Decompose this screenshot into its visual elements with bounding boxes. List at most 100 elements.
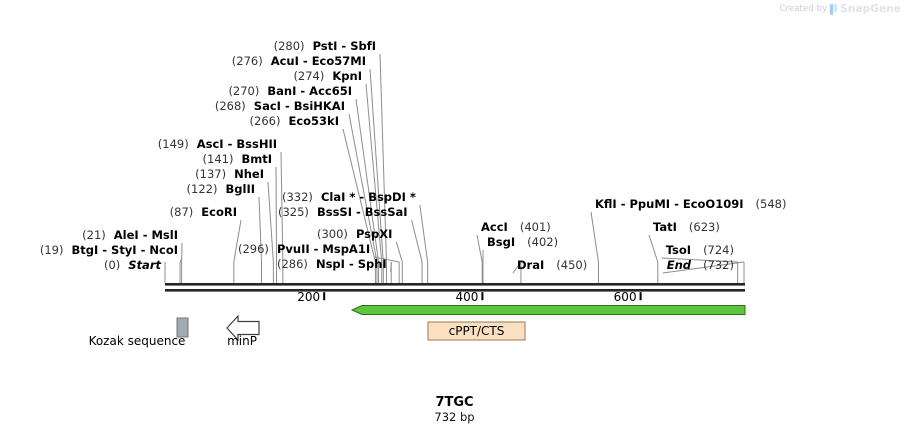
- enzyme-name: PspXI: [355, 227, 393, 241]
- site-label-aleI-mslI[interactable]: (21) AleI - MslI: [82, 228, 178, 242]
- site-label-pspXI[interactable]: (300) PspXI: [317, 227, 392, 241]
- enzyme-name: SacI: [253, 99, 281, 113]
- site-label-bglII[interactable]: (122) BglII: [186, 182, 256, 196]
- site-position: (325): [278, 205, 309, 219]
- site-name-separator: -: [344, 257, 358, 271]
- site-label-pvuII-mspA1I[interactable]: (296) PvuII - MspA1I: [238, 242, 371, 256]
- site-label-start[interactable]: (0) Start: [104, 258, 161, 272]
- enzyme-name: EcoO109I: [682, 197, 744, 211]
- enzyme-name: PpuMI: [629, 197, 671, 211]
- site-enzyme-names: BmtI: [241, 152, 272, 166]
- site-position: (402): [527, 235, 559, 249]
- enzyme-name: DraI: [517, 258, 545, 272]
- ruler-tick-600: [639, 292, 642, 301]
- site-enzyme-names: AleI - MslI: [114, 228, 178, 242]
- enzyme-name: EcoRI: [201, 205, 237, 219]
- feature-shape: [226, 314, 260, 342]
- enzyme-name: TsoI: [665, 243, 692, 257]
- site-label-eco53kI[interactable]: (266) Eco53kI: [250, 114, 339, 128]
- site-position: (270): [228, 84, 260, 98]
- site-position: (268): [214, 99, 246, 113]
- site-label-sacI-bsiHKAI[interactable]: (268) SacI - BsiHKAI: [214, 99, 345, 113]
- site-label-tsoI[interactable]: TsoI (724): [665, 243, 734, 257]
- site-label-nspI-sphI[interactable]: (286) NspI - SphI: [277, 257, 387, 271]
- site-position: (286): [277, 257, 308, 271]
- watermark-prefix: Created by: [779, 4, 828, 14]
- site-label-bmtI[interactable]: (141) BmtI: [203, 152, 272, 166]
- site-enzyme-names: PspXI: [356, 227, 392, 241]
- site-label-claI-bspDI[interactable]: (332) ClaI * - BspDI *: [282, 190, 416, 204]
- feature-arrow-reverse-transcript-arrow[interactable]: [350, 305, 746, 315]
- site-label-ecoRI[interactable]: (87) EcoRI: [170, 205, 237, 219]
- site-position: (548): [755, 197, 787, 211]
- ruler-tick-400: [481, 292, 484, 301]
- site-label-kflI-ppuMI-ecoO109I[interactable]: KflI - PpuMI - EcoO109I (548): [595, 197, 787, 211]
- site-label-ascI-bssHII[interactable]: (149) AscI - BssHII: [157, 137, 277, 151]
- site-enzyme-names: BssSI - BssSaI: [317, 205, 408, 219]
- enzyme-name: StyI: [111, 243, 137, 257]
- site-label-draI[interactable]: DraI (450): [517, 258, 588, 272]
- site-enzyme-names: End: [667, 258, 691, 272]
- feature-shape: [176, 317, 189, 338]
- site-position: (149): [157, 137, 189, 151]
- site-position: (724): [703, 243, 734, 257]
- site-label-pstI-sbfI[interactable]: (280) PstI - SbfI: [274, 40, 376, 53]
- site-position: (450): [556, 258, 588, 272]
- enzyme-name: MspA1I: [322, 242, 371, 256]
- site-position: (19): [39, 243, 64, 257]
- site-position: (122): [186, 182, 218, 196]
- leader-line-accI: [476, 234, 483, 263]
- enzyme-name: KpnI: [332, 69, 362, 83]
- site-label-nheI[interactable]: (137) NheI: [195, 167, 264, 181]
- site-label-btgI-styI-ncoI[interactable]: (19) BtgI - StyI - NcoI: [39, 243, 178, 257]
- site-enzyme-names: BsgI: [487, 235, 515, 249]
- leader-line-claI-bspDI: [419, 204, 429, 263]
- site-enzyme-names: BglII: [226, 182, 256, 196]
- backbone-top-rule: [165, 283, 745, 286]
- site-name-separator: -: [296, 84, 310, 98]
- feature-kozak-sequence[interactable]: Kozak sequence: [89, 317, 189, 348]
- site-enzyme-names: TatI: [653, 220, 677, 234]
- enzyme-name: End: [666, 258, 692, 272]
- site-label-kpnI[interactable]: (274) KpnI: [293, 69, 362, 83]
- site-label-bssSI-bssSaI[interactable]: (325) BssSI - BssSaI: [278, 205, 408, 219]
- enzyme-name: NheI: [234, 167, 264, 181]
- enzyme-name: BglII: [225, 182, 256, 196]
- enzyme-name: BsiHKAI: [293, 99, 345, 113]
- site-enzyme-names: Eco53kI: [288, 114, 339, 128]
- site-label-bsgI[interactable]: BsgI (402): [487, 235, 559, 249]
- enzyme-name: AccI: [481, 220, 508, 234]
- feature-cppt-cts[interactable]: cPPT/CTS: [427, 321, 526, 341]
- site-enzyme-names: SacI - BsiHKAI: [254, 99, 345, 113]
- site-label-end[interactable]: End (732): [667, 258, 734, 272]
- feature-label-kozak-sequence: Kozak sequence: [89, 334, 186, 348]
- site-label-banI-acc65I[interactable]: (270) BanI - Acc65I: [228, 84, 352, 98]
- enzyme-name: Start: [128, 258, 161, 272]
- feature-minp[interactable]: minP: [226, 314, 260, 348]
- plasmid-name: 7TGC: [435, 395, 474, 410]
- site-enzyme-names: KflI - PpuMI - EcoO109I: [595, 197, 744, 211]
- site-enzyme-names: KpnI: [332, 69, 362, 83]
- site-name-separator: -: [616, 197, 630, 211]
- site-position: (300): [317, 227, 348, 241]
- enzyme-name: BmtI: [241, 152, 272, 166]
- site-label-acuI-eco57MI[interactable]: (276) AcuI - Eco57MI: [231, 54, 366, 68]
- enzyme-name: PvuII: [276, 242, 310, 256]
- site-label-accI[interactable]: AccI (401): [481, 220, 551, 234]
- enzyme-name: ClaI *: [320, 190, 356, 204]
- site-name-separator: -: [223, 137, 237, 151]
- enzyme-name: AscI: [196, 137, 224, 151]
- site-position: (137): [195, 167, 227, 181]
- enzyme-name: MslI: [151, 228, 178, 242]
- enzyme-name: AleI: [113, 228, 139, 242]
- enzyme-name: BssSI: [316, 205, 352, 219]
- site-name-separator: -: [98, 243, 112, 257]
- site-position: (276): [231, 54, 263, 68]
- enzyme-name: BssSaI: [364, 205, 408, 219]
- site-enzyme-names: AccI: [481, 220, 508, 234]
- site-enzyme-names: AscI - BssHII: [197, 137, 277, 151]
- site-position: (401): [519, 220, 551, 234]
- enzyme-name: Eco53kI: [288, 114, 339, 128]
- site-label-tatI[interactable]: TatI (623): [653, 220, 720, 234]
- enzyme-name: BspDI *: [368, 190, 416, 204]
